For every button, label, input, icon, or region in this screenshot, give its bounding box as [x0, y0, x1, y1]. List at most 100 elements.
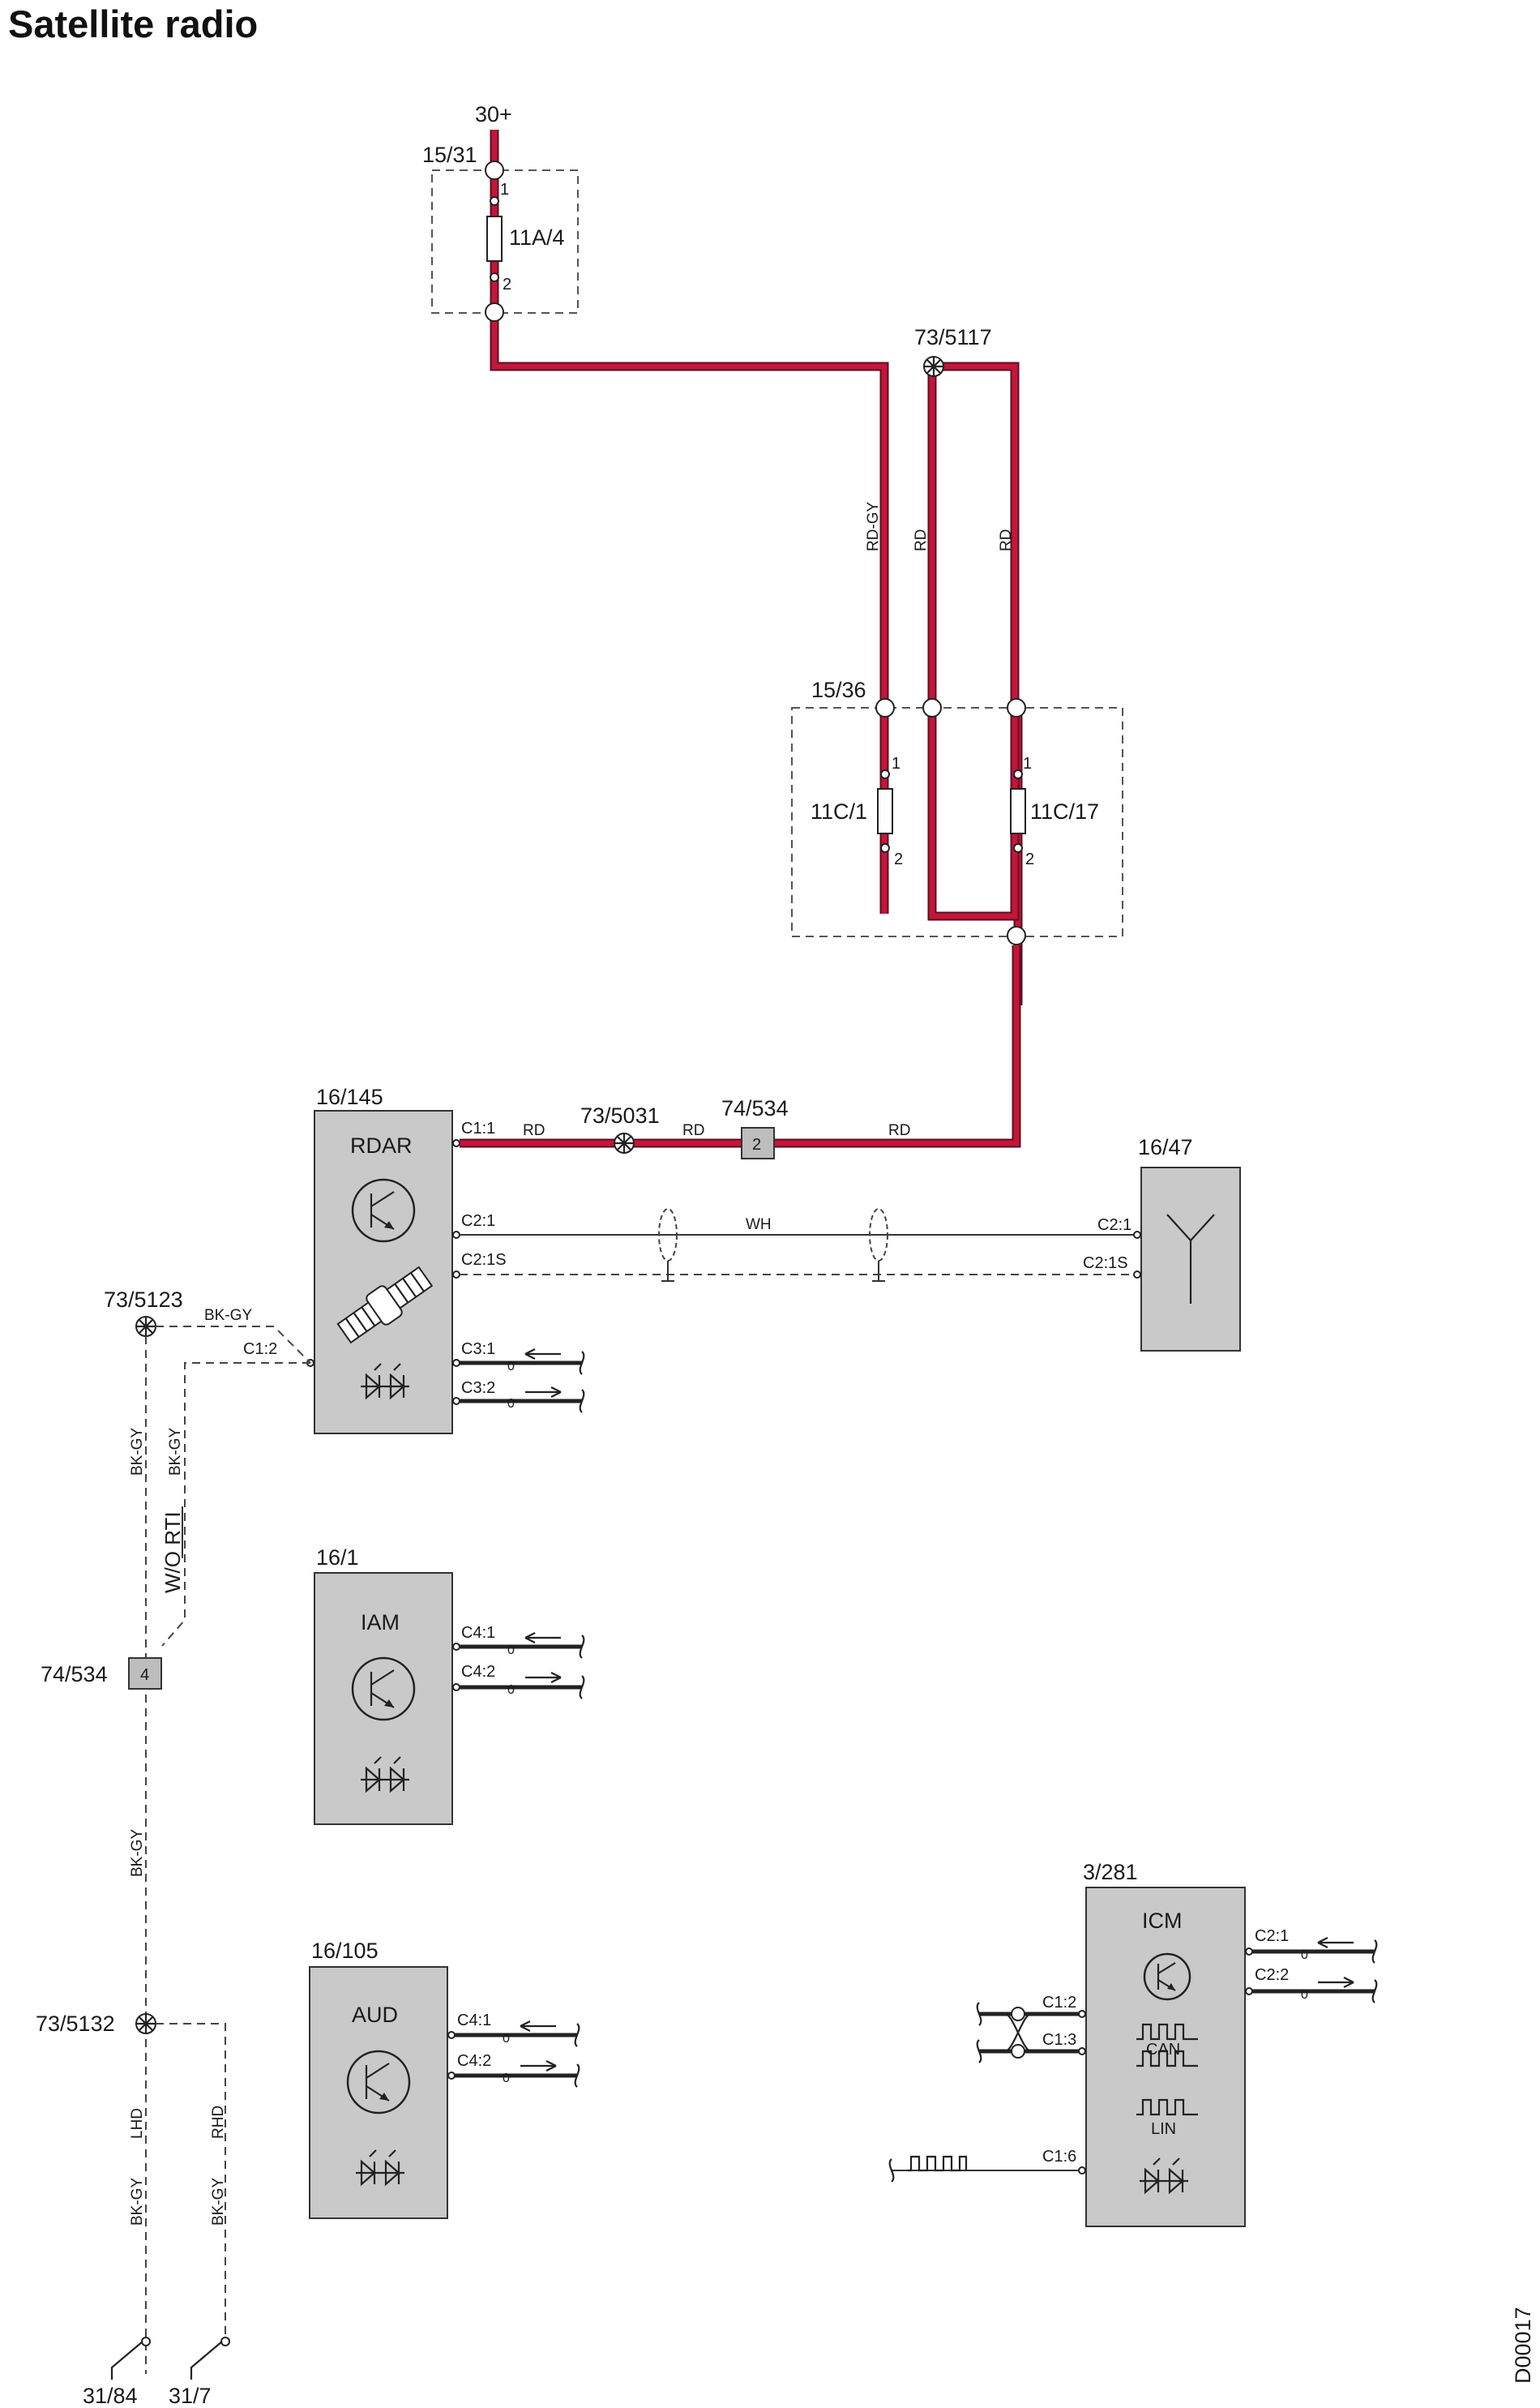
fuse-pin-in: 1: [500, 181, 509, 199]
pin-label: C2:2: [1255, 1966, 1289, 1984]
pin-node: [452, 1643, 460, 1651]
splice-icon: [135, 1316, 156, 1337]
connector-74-534: [128, 1657, 162, 1690]
splice-label: 73/5123: [104, 1288, 183, 1312]
satellite-icon: [336, 1266, 434, 1344]
page-title: Satellite radio: [8, 2, 259, 45]
module-name: ICM: [1142, 1909, 1183, 1933]
fuse-box-ref: 15/31: [422, 143, 477, 167]
module-ref: 16/145: [316, 1085, 383, 1109]
module-name: AUD: [352, 2003, 398, 2027]
led-icon: [361, 1363, 409, 1400]
pin-node: [1245, 1987, 1253, 1995]
pin-label: C2:1: [1097, 1216, 1131, 1234]
pin-node: [452, 1397, 460, 1405]
fuse-pin-in: 1: [892, 755, 900, 773]
connector-label: 74/534: [721, 1096, 789, 1120]
bus-label-can: CAN: [1146, 2041, 1180, 2059]
option-note: LHD: [129, 2108, 146, 2139]
fuse-box-15-31: [431, 169, 579, 314]
module-ref: 16/105: [311, 1939, 379, 1963]
pin-label: C1:2: [1042, 1994, 1076, 2012]
pin-label: C1:6: [1042, 2148, 1076, 2166]
wire-color-label: WH: [746, 1216, 772, 1233]
fuse-terminal: [922, 698, 942, 718]
pin-label: C2:1: [461, 1212, 495, 1230]
antenna-icon: [1166, 1214, 1215, 1304]
wire-color-label: RD: [682, 1122, 704, 1139]
pin-label: C3:2: [461, 1379, 495, 1397]
fuse-box-15-36: [791, 707, 1123, 937]
ground-wire: [156, 2023, 226, 2343]
fuse-pin-out: 2: [1025, 851, 1034, 868]
module-iam: [314, 1572, 453, 1825]
fuse-terminal: [485, 161, 504, 180]
pin-node: [447, 2072, 456, 2080]
svg-text:0: 0: [507, 1397, 515, 1411]
wire-color-label: RD: [888, 1122, 910, 1139]
pin-node: [452, 1270, 460, 1279]
pin-label: C1:1: [461, 1120, 495, 1138]
pin-node: [1078, 2166, 1086, 2174]
pin-label: C3:1: [461, 1340, 495, 1358]
fuse-11c-17: [1010, 788, 1026, 834]
splice-label: 73/5132: [36, 2012, 115, 2036]
pin-node: [452, 1139, 460, 1147]
pin-node: [1078, 2010, 1086, 2018]
pin-node: [452, 1359, 460, 1367]
pin-node: [1133, 1231, 1141, 1239]
fuse-label: 11C/1: [811, 799, 867, 824]
fuse-pin-node: [880, 843, 890, 853]
svg-text:0: 0: [507, 1360, 515, 1373]
transistor-icon: [351, 1178, 416, 1243]
fuse-pin-out: 2: [894, 851, 903, 868]
fuse-terminal: [1007, 926, 1026, 945]
ground-wire: [156, 1326, 311, 1364]
lin-bus-wire: [888, 2155, 1079, 2183]
bus-label-lin: LIN: [1151, 2120, 1176, 2138]
svg-text:0: 0: [1301, 1988, 1308, 2002]
led-icon: [361, 1756, 409, 1793]
fuse-label: 11C/17: [1030, 799, 1099, 824]
pin-node: [1245, 1947, 1253, 1956]
wire-color-label: BK-GY: [129, 1829, 146, 1877]
fuse-pin-node: [490, 196, 499, 206]
fuse-terminal: [1007, 698, 1026, 718]
pin-node: [1133, 1270, 1141, 1279]
fuse-pin-node: [490, 272, 499, 282]
wire-color-label: BK-GY: [129, 2178, 146, 2226]
ground-wire: [161, 1362, 310, 1647]
ground-label: 31/84: [83, 2384, 138, 2408]
lin-bus-icon: [1136, 2098, 1198, 2116]
ground-label: 31/7: [169, 2384, 212, 2408]
module-ref: 3/281: [1083, 1860, 1138, 1884]
drawing-code: D00017: [1511, 2307, 1535, 2384]
fuse-label: 11A/4: [509, 225, 565, 250]
svg-text:0: 0: [1301, 1948, 1308, 1962]
fuse-terminal: [485, 302, 504, 322]
wire-color-label: BK-GY: [129, 1428, 146, 1476]
connector-pin: 4: [140, 1666, 149, 1684]
splice-label: 73/5117: [914, 325, 992, 349]
shield-icon: [658, 1208, 888, 1282]
pin-label: C1:3: [1042, 2031, 1076, 2049]
wire-color-label: BK-GY: [210, 2178, 227, 2226]
module-rdar: [314, 1110, 453, 1434]
pin-node: [452, 1231, 460, 1239]
transistor-icon: [351, 1656, 416, 1721]
fuse-11c-1: [877, 788, 893, 834]
pin-node: [1078, 2047, 1086, 2055]
connector-74-534: [741, 1127, 775, 1159]
ground-icon: [110, 2337, 230, 2380]
fuse-terminal: [875, 698, 895, 718]
led-icon: [356, 2149, 404, 2187]
module-name: RDAR: [350, 1133, 413, 1158]
pin-label: C4:2: [461, 1663, 495, 1681]
signal-lines: 0 0: [460, 1348, 585, 1413]
fuse-pin-node: [880, 769, 890, 779]
module-ref: 16/47: [1138, 1135, 1193, 1159]
pin-label: C2:1S: [1083, 1254, 1128, 1272]
red-wire-loop: [927, 362, 1023, 1005]
pin-label: C4:2: [457, 2052, 491, 2070]
connector-pin: 2: [752, 1136, 761, 1154]
